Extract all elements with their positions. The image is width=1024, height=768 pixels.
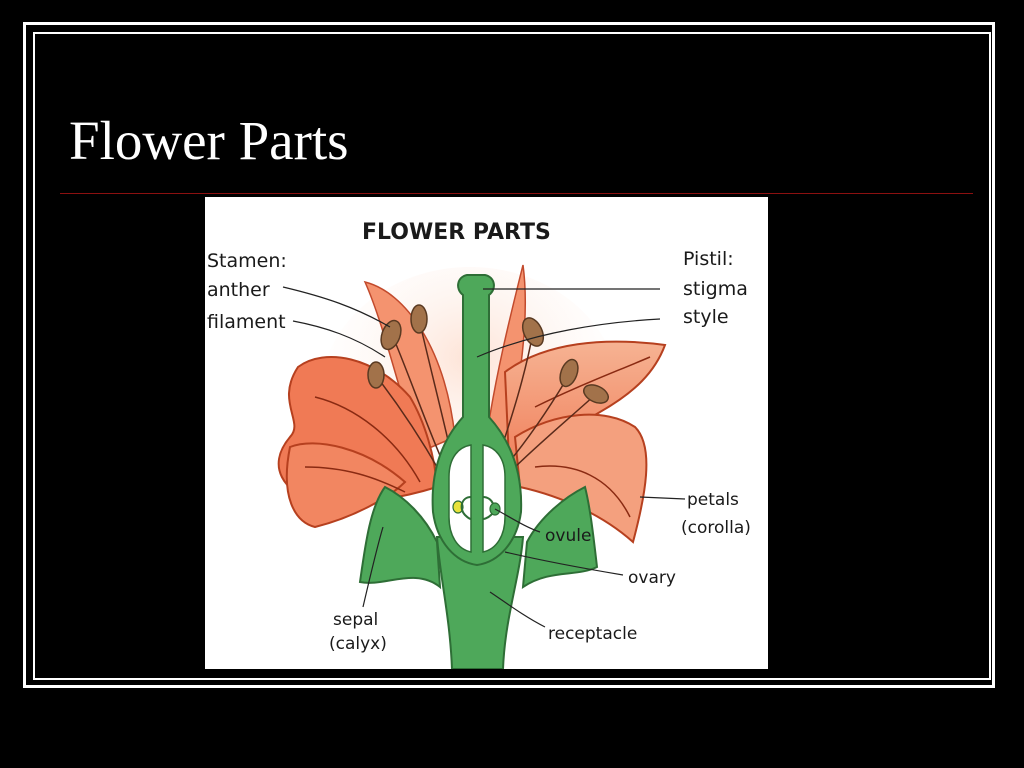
title-divider	[60, 193, 973, 194]
anther	[410, 304, 428, 334]
petal-vein	[534, 356, 651, 408]
label-stigma: stigma	[683, 278, 748, 300]
pointer-anther	[282, 286, 391, 328]
flower-diagram: FLOWER PARTS	[205, 197, 768, 669]
pointer-ovary	[504, 551, 624, 576]
sepal-right	[521, 485, 599, 589]
diagram-heading: FLOWER PARTS	[362, 220, 551, 245]
sepal-left	[358, 485, 442, 590]
ovule-stalk	[460, 496, 472, 520]
label-calyx: (calyx)	[329, 634, 387, 654]
pointer-ovule	[494, 508, 541, 533]
pointer-sepal	[362, 526, 384, 608]
petal-vein	[534, 465, 631, 518]
label-anther: anther	[207, 279, 270, 301]
label-stamen: Stamen:	[207, 250, 287, 272]
pointer-receptacle	[489, 591, 546, 628]
label-petals: petals	[687, 490, 739, 510]
pointer-petals	[639, 496, 686, 500]
label-sepal: sepal	[333, 610, 378, 630]
label-corolla: (corolla)	[681, 518, 751, 538]
ovary-chamber-right	[482, 444, 506, 553]
slide-title: Flower Parts	[69, 110, 349, 171]
label-pistil: Pistil:	[683, 248, 734, 270]
pointer-filament	[292, 320, 386, 358]
label-filament: filament	[207, 311, 286, 333]
anther	[559, 358, 579, 388]
filament	[509, 394, 596, 473]
anther	[367, 361, 385, 389]
filament	[392, 336, 446, 468]
slide-inner-border	[33, 32, 991, 680]
anther	[582, 384, 610, 404]
flower-illustration: FLOWER PARTS	[207, 220, 751, 669]
stem-receptacle	[435, 536, 525, 669]
slide-outer-border	[23, 22, 995, 688]
petal-vein	[304, 466, 406, 493]
petal-vein	[314, 396, 421, 483]
label-style: style	[683, 306, 729, 328]
filament	[376, 376, 441, 473]
ovary-chamber-left	[448, 444, 472, 553]
anther	[380, 319, 402, 351]
ovule	[452, 500, 464, 514]
label-ovule: ovule	[545, 526, 591, 546]
label-receptacle: receptacle	[548, 624, 637, 644]
label-ovary: ovary	[628, 568, 676, 588]
pointer-style	[476, 318, 661, 358]
ovule-stalk	[482, 496, 495, 520]
petal-left-lower	[285, 442, 407, 529]
